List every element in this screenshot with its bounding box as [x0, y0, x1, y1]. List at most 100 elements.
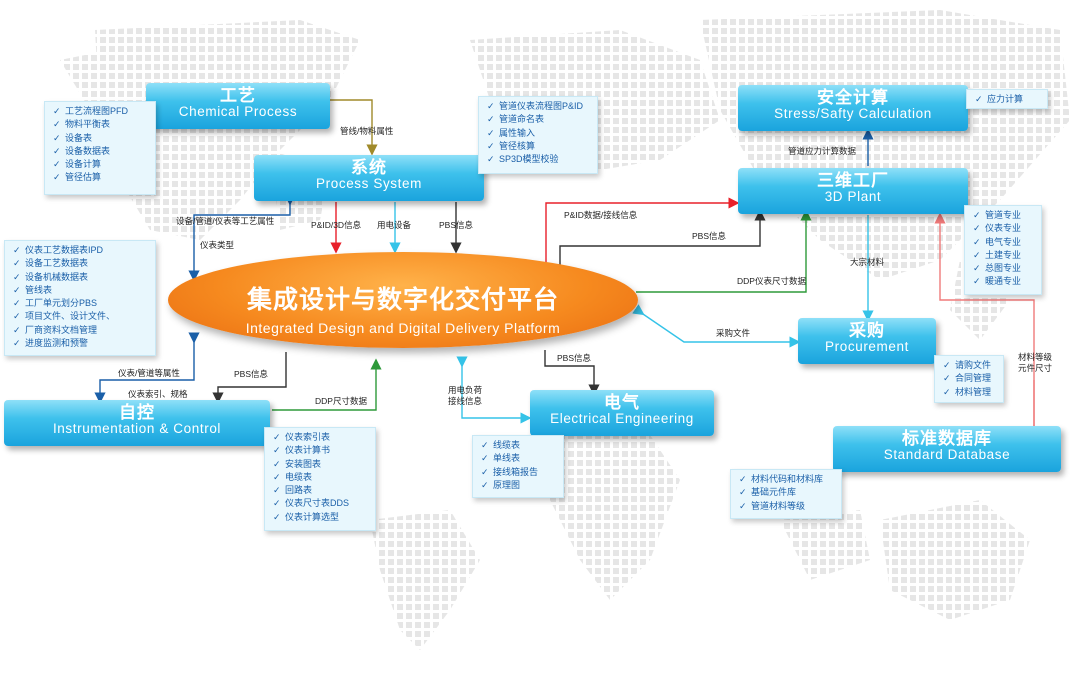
list-item: ✓电缆表 — [273, 471, 369, 484]
arrow-chemical-to-process — [330, 99, 378, 156]
list-standard: ✓材料代码和材料库✓基础元件库✓管道材料等级 — [730, 469, 842, 519]
node-title: 三维工厂 — [817, 171, 889, 190]
list-item-label: 土建专业 — [985, 249, 1022, 260]
node-instrumentation-control[interactable]: 自控 Instrumentation & Control — [4, 400, 270, 446]
list-item: ✓暖通专业 — [973, 275, 1035, 288]
check-icon: ✓ — [943, 386, 951, 397]
list-item: ✓设备数据表 — [53, 145, 149, 158]
list-item-label: 工厂单元划分PBS — [25, 298, 98, 309]
list-item: ✓ 仪表索引表 — [273, 431, 369, 444]
check-icon: ✓ — [273, 498, 281, 509]
check-icon: ✓ — [973, 210, 981, 220]
list-item: ✓ 物料平衡表 — [53, 118, 149, 131]
list-item: ✓管径估算 — [53, 171, 149, 184]
arrow-standard-plant — [934, 212, 1035, 428]
node-title: 采购 — [849, 321, 885, 340]
check-icon: ✓ — [273, 485, 281, 496]
list-item-label: 仪表专业 — [985, 223, 1022, 234]
check-icon: ✓ — [973, 223, 981, 234]
check-icon: ✓ — [487, 101, 495, 111]
check-icon: ✓ — [273, 458, 281, 469]
node-procurement[interactable]: 采购 Procurement — [798, 318, 936, 364]
label-equip-attrs: 设备/管道/仪表等工艺属性 — [176, 216, 275, 226]
check-icon: ✓ — [13, 258, 21, 269]
node-subtitle: Process System — [316, 176, 422, 191]
list-item-label: 仪表计算书 — [285, 445, 331, 456]
node-electrical-engineering[interactable]: 电气 Electrical Engineering — [530, 390, 714, 436]
label-pipe-material: 管线/物料属性 — [340, 126, 394, 136]
list-item-label: 原理图 — [493, 479, 521, 490]
node-subtitle: 3D Plant — [824, 189, 882, 204]
list-item: ✓仪表计算书 — [273, 444, 369, 457]
list-electrical: ✓线缆表✓单线表✓接线箱报告✓原理图 — [472, 435, 564, 498]
arrow-ddp-plant — [636, 209, 812, 293]
label-power-equip: 用电设备 — [377, 220, 412, 230]
node-title: 系统 — [351, 158, 387, 177]
check-icon: ✓ — [487, 140, 495, 151]
list-item: ✓土建专业 — [973, 249, 1035, 262]
list-item: ✓管线表 — [13, 284, 149, 297]
list-item: ✓ 设备表 — [53, 132, 149, 145]
label-bulk: 大宗材料 — [850, 257, 885, 267]
list-item-label: 材料管理 — [955, 386, 992, 397]
list-item-label: 接线箱报告 — [493, 466, 539, 477]
list-item-label: 仪表索引表 — [285, 432, 331, 442]
list-item: ✓单线表 — [481, 452, 557, 465]
check-icon: ✓ — [739, 487, 747, 498]
label-inst-pipe: 仪表/管道等属性 — [118, 368, 180, 378]
node-3d-plant[interactable]: 三维工厂 3D Plant — [738, 168, 968, 214]
list-plant: ✓管道专业✓仪表专业✓电气专业✓土建专业✓总图专业✓暖通专业 — [964, 205, 1042, 295]
list-item: ✓ 基础元件库 — [739, 486, 835, 499]
check-icon: ✓ — [53, 119, 61, 130]
list-item-label: 管道专业 — [985, 210, 1022, 220]
list-item-label: 基础元件库 — [751, 487, 797, 498]
check-icon: ✓ — [53, 106, 61, 116]
core-platform[interactable]: 集成设计与数字化交付平台 Integrated Design and Digit… — [168, 252, 638, 348]
label-ddp-inst: DDP仪表尺寸数据 — [737, 276, 806, 286]
label-pbs-process: PBS信息 — [439, 220, 474, 230]
list-item: ✓仪表计算选型 — [273, 511, 369, 524]
list-item-label: 管径估算 — [65, 172, 102, 183]
node-standard-database[interactable]: 标准数据库 Standard Database — [833, 426, 1061, 472]
label-part-size: 元件尺寸 — [1018, 363, 1053, 373]
check-icon: ✓ — [973, 236, 981, 247]
list-item-label: 仪表尺寸表DDS — [285, 498, 350, 509]
list-item-label: 管线表 — [25, 284, 53, 295]
node-title: 安全计算 — [817, 88, 889, 107]
arrow-pbs-electrical — [544, 350, 600, 396]
label-load-b: 接线信息 — [448, 396, 483, 406]
list-item-label: 设备表 — [65, 132, 93, 143]
arrow-core-procurement — [632, 304, 801, 348]
check-icon: ✓ — [273, 511, 281, 522]
arrow-pbs-plant — [559, 209, 766, 270]
node-subtitle: Standard Database — [883, 447, 1011, 462]
list-item-label: 属性输入 — [499, 127, 536, 138]
list-item-label: 物料平衡表 — [65, 119, 111, 130]
list-procurement: ✓请购文件✓合同管理✓材料管理 — [934, 355, 1004, 403]
check-icon: ✓ — [53, 159, 61, 170]
label-load-a: 用电负荷 — [448, 385, 483, 395]
list-item-label: 设备工艺数据表 — [25, 258, 89, 269]
list-item-label: 工艺流程图PFD — [65, 106, 129, 116]
check-icon: ✓ — [273, 432, 281, 442]
core-subtitle: Integrated Design and Digital Delivery P… — [245, 320, 561, 336]
list-instrument: ✓仪表索引表✓仪表计算书✓安装图表✓电缆表✓回路表✓仪表尺寸表DDS✓仪表计算选… — [264, 427, 376, 531]
list-item: ✓电气专业 — [973, 236, 1035, 249]
node-safety-calculation[interactable]: 安全计算 Stress/Safty Calculation — [738, 85, 968, 131]
list-item-label: 应力计算 — [987, 94, 1024, 104]
list-item: ✓设备机械数据表 — [13, 271, 149, 284]
label-pbs-instrument: PBS信息 — [234, 369, 269, 379]
check-icon: ✓ — [53, 132, 61, 143]
list-item-label: 请购文件 — [955, 360, 992, 370]
arrow-ddp-size — [272, 358, 382, 411]
node-chemical-process[interactable]: 工艺 Chemical Process — [146, 83, 330, 129]
list-item: ✓进度监测和预警 — [13, 337, 149, 350]
node-process-system[interactable]: 系统 Process System — [254, 155, 484, 201]
check-icon: ✓ — [975, 94, 983, 104]
list-left-documents: ✓仪表工艺数据表IPD✓设备工艺数据表✓设备机械数据表✓管线表✓工厂单元划分PB… — [4, 240, 156, 356]
list-item: ✓ 管道专业 — [973, 209, 1035, 222]
list-item: ✓材料代码和材料库 — [739, 473, 835, 486]
list-item-label: 合同管理 — [955, 373, 992, 384]
list-item-label: 设备计算 — [65, 159, 102, 170]
